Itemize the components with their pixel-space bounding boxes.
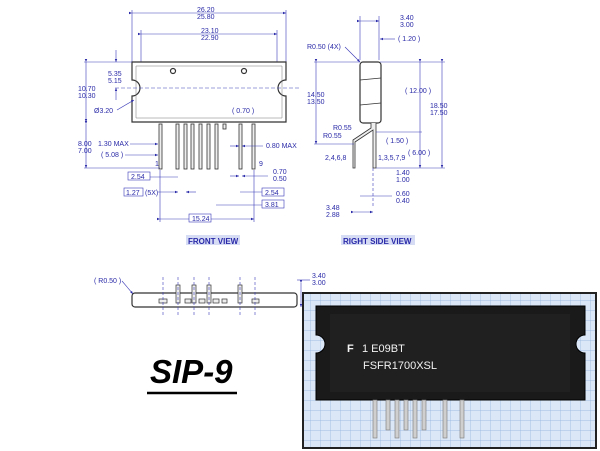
dim-radius-b: R0.55: [323, 133, 342, 140]
dim-lead-thk-min: 0.50: [273, 176, 287, 183]
dim-bottom-radius: ( R0.50 ): [94, 278, 121, 285]
side-view-label: RIGHT SIDE VIEW: [343, 237, 412, 246]
pin-1-label: 1: [155, 161, 159, 168]
dim-width-max: 26.20: [197, 7, 215, 14]
chip-marking-line1: 1 E09BT: [362, 343, 405, 355]
dim-bend: ( 1.50 ): [386, 138, 408, 145]
dim-pitch-a: 2.54: [131, 174, 145, 181]
dim-body-h-max: 10.70: [78, 86, 96, 93]
dim-holes-max: 23.10: [201, 28, 219, 35]
dim-span: 15.24: [192, 216, 210, 223]
dim-pitch-b: 2.54: [265, 190, 279, 197]
dim-bottom-thk-min: 3.00: [312, 280, 326, 287]
dim-tab: ( 1.20 ): [398, 36, 420, 43]
dim-pitch-half-count: (5X): [145, 190, 158, 197]
package-title: SIP-9: [150, 353, 233, 390]
right-side-view: 3.40 3.00 ( 1.20 ) R0.50 (4X) 14.50 13.5…: [307, 15, 448, 246]
dim-lead-thk-min: 1.00: [396, 177, 410, 184]
dim-width-min: 25.80: [197, 14, 215, 21]
package-photo: F 1 E09BT FSFR1700XSL: [302, 292, 597, 449]
dim-body-h-min: 10.30: [78, 93, 96, 100]
pins-even-label: 2,4,6,8: [325, 155, 347, 162]
package-body-side: [359, 61, 382, 124]
dim-overall-h-min: 17.50: [430, 110, 448, 117]
front-pins: [158, 123, 256, 170]
dim-radius-a: R0.55: [333, 125, 352, 132]
dim-inner-h: ( 12.00 ): [405, 88, 431, 95]
front-view-label: FRONT VIEW: [188, 237, 239, 246]
dim-hole-h-max: 5.35: [108, 71, 122, 78]
dim-hole-h-min: 5.15: [108, 78, 122, 85]
dim-hole-dia: Ø3.20: [94, 108, 113, 115]
dim-radius-4x: R0.50 (4X): [307, 44, 341, 51]
dim-lead-shoulder: 1.30 MAX: [98, 141, 129, 148]
package-body-front: [131, 61, 287, 123]
chip-marking-line2: FSFR1700XSL: [363, 360, 437, 372]
dim-overall-h-max: 18.50: [430, 103, 448, 110]
dim-lead-len: ( 6.00 ): [408, 150, 430, 157]
dim-lead-w-max: 0.80 MAX: [266, 143, 297, 150]
top-view: ( R0.50 ) 3.40 3.00: [94, 273, 326, 316]
dim-offset-max: 3.48: [326, 205, 340, 212]
pins-odd-label: 1,3,5,7,9: [378, 155, 405, 162]
dim-offset-min: 2.88: [326, 212, 340, 219]
dim-pitch-c: 3.81: [265, 202, 279, 209]
dim-side-h-max: 14.50: [307, 92, 325, 99]
dim-tab-gap: ( 0.70 ): [232, 108, 254, 115]
dim-bottom-thk-max: 3.40: [312, 273, 326, 280]
dim-lead-w-max: 0.60: [396, 191, 410, 198]
pin-9-label: 9: [259, 161, 263, 168]
dim-lead-offset: ( 5.08 ): [101, 152, 123, 159]
dim-side-h-min: 13.50: [307, 99, 325, 106]
dim-lead-w-min: 0.40: [396, 198, 410, 205]
dim-lead-len-max: 8.00: [78, 141, 92, 148]
dim-lead-thk-max: 1.40: [396, 170, 410, 177]
dim-holes-min: 22.90: [201, 35, 219, 42]
dim-thk-max: 3.40: [400, 15, 414, 22]
dim-lead-len-min: 7.00: [78, 148, 92, 155]
chip-logo: F: [347, 343, 354, 355]
dim-pitch-half: 1.27: [126, 190, 140, 197]
front-view: 26.20 25.80 23.10 22.90 10.70 10.30 5.35…: [78, 7, 300, 246]
dim-thk-min: 3.00: [400, 22, 414, 29]
dim-lead-thk-max: 0.70: [273, 169, 287, 176]
